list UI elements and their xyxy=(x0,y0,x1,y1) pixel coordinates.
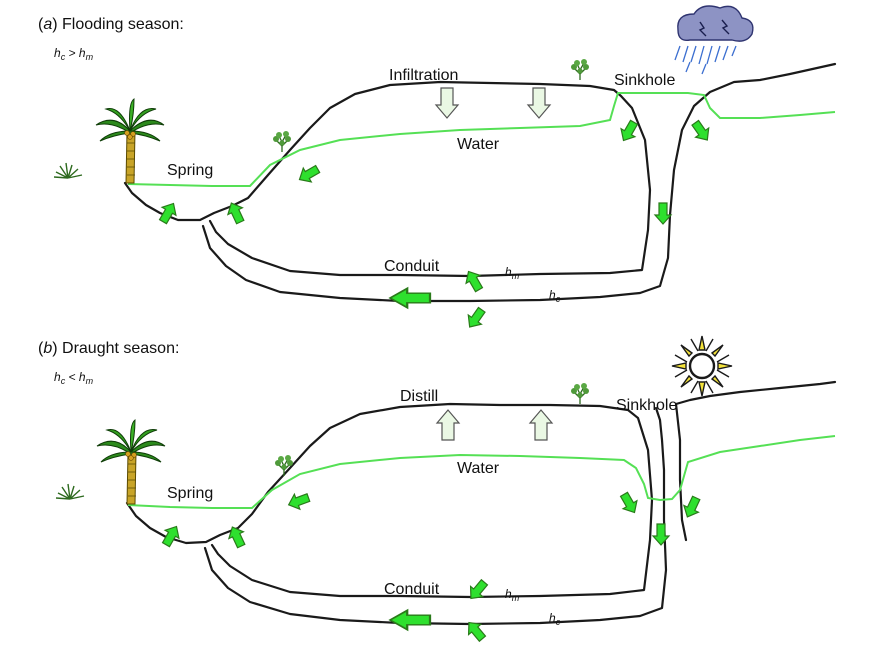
flow-arrow-icon xyxy=(652,523,670,546)
head-hm-label: hm xyxy=(505,265,520,281)
grass-icon xyxy=(53,162,83,179)
rain-cloud-icon xyxy=(674,5,754,75)
panel-b-title-text: Draught season: xyxy=(62,340,179,357)
grass-icon xyxy=(55,483,85,500)
distill-arrow-icon xyxy=(529,409,553,441)
distill-label: Distill xyxy=(400,388,438,405)
sun-icon xyxy=(671,335,733,397)
shrub-icon xyxy=(272,130,292,153)
flow-arrow-icon xyxy=(462,616,490,645)
infiltration-arrow-icon xyxy=(435,87,459,119)
flow-arrow-icon xyxy=(388,609,432,631)
flow-arrow-icon xyxy=(679,493,705,521)
palm-tree-icon xyxy=(95,98,165,184)
flow-arrow-icon xyxy=(616,489,643,518)
infiltration-label: Infiltration xyxy=(389,67,458,84)
conduit-label: Conduit xyxy=(384,258,440,275)
head-hm-label: hm xyxy=(505,587,520,603)
water-label: Water xyxy=(457,460,500,477)
flow-arrow-icon xyxy=(388,287,432,309)
head-hc-label: hc xyxy=(549,611,561,627)
panel-a-condition: hc > hm xyxy=(54,46,94,62)
shrub-icon xyxy=(274,454,294,477)
infiltration-arrow-icon xyxy=(527,87,551,119)
flow-arrow-icon xyxy=(654,202,672,225)
flow-arrow-icon xyxy=(285,489,312,513)
conduit-label: Conduit xyxy=(384,581,440,598)
flow-arrow-icon xyxy=(464,576,492,605)
sinkhole-label: Sinkhole xyxy=(616,397,677,414)
panel-b: (b) Draught season: hc < hm Spring Disti… xyxy=(38,335,837,645)
panel-b-title: (b) Draught season: xyxy=(38,340,179,357)
panel-a-water-line xyxy=(127,92,836,187)
panel-b-condition: hc < hm xyxy=(54,370,94,386)
palm-tree-icon xyxy=(96,419,166,505)
panel-a-rock-outline xyxy=(123,62,837,303)
panel-a-flow-arrows xyxy=(155,117,715,333)
panel-b-letter: b xyxy=(43,340,52,357)
panel-a-letter: a xyxy=(43,16,52,33)
panel-a-title-text: Flooding season: xyxy=(62,16,184,33)
panel-b-water-line xyxy=(127,435,836,509)
water-label: Water xyxy=(457,136,500,153)
panel-b-rock-outline xyxy=(125,380,837,626)
spring-label: Spring xyxy=(167,162,213,179)
sinkhole-label: Sinkhole xyxy=(614,72,675,89)
panel-b-flow-arrows xyxy=(158,489,705,645)
flow-arrow-icon xyxy=(462,304,489,333)
spring-label: Spring xyxy=(167,485,213,502)
panel-a: (a) Flooding season: hc > hm Spring Infi… xyxy=(38,5,837,333)
flow-arrow-icon xyxy=(460,266,487,295)
flow-arrow-icon xyxy=(294,161,323,188)
distill-arrow-icon xyxy=(436,409,460,441)
shrub-icon xyxy=(570,58,590,81)
panel-a-title: (a) Flooding season: xyxy=(38,16,184,33)
head-hc-label: hc xyxy=(549,288,561,304)
flow-arrow-icon xyxy=(688,117,715,146)
shrub-icon xyxy=(570,382,590,405)
